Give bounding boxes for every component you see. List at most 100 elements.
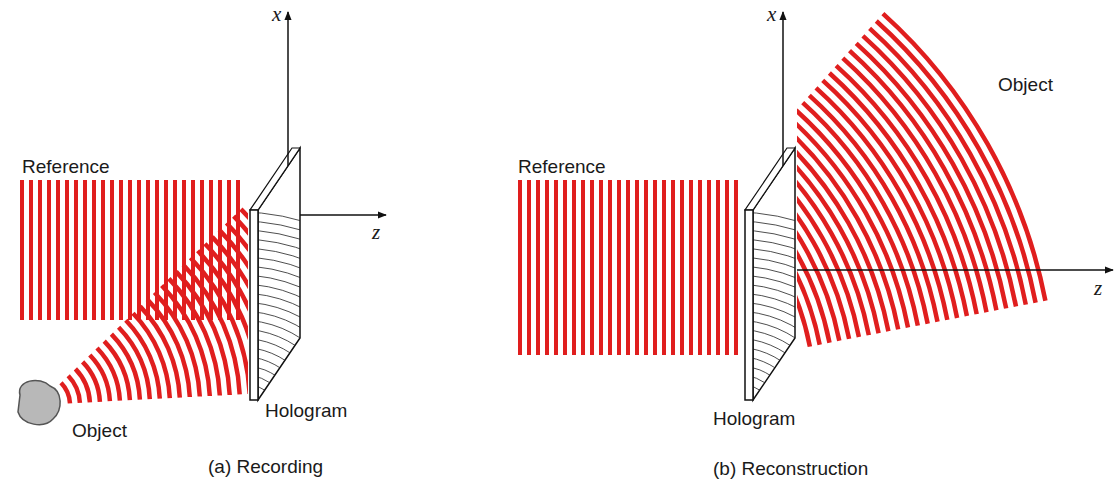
fringe <box>535 230 935 484</box>
fringe <box>22 212 458 484</box>
fringe <box>526 221 944 484</box>
wavefront <box>74 180 78 320</box>
wavefront <box>56 180 60 320</box>
fringe <box>94 284 386 484</box>
axis-label: x <box>272 2 281 26</box>
beam-label: Reference <box>22 156 110 178</box>
object-label: Object <box>996 74 1055 96</box>
fringe <box>562 257 908 484</box>
wavefront <box>234 216 248 391</box>
wavefront <box>581 180 585 355</box>
axis-label: z <box>1094 276 1102 300</box>
wavefront <box>65 180 69 320</box>
wavefront <box>111 334 139 400</box>
object-label: Object <box>72 420 127 442</box>
fringe <box>130 320 350 484</box>
fringe <box>31 221 449 484</box>
wavefront <box>92 180 96 320</box>
wavefront <box>38 180 42 320</box>
fringe <box>553 248 917 484</box>
fringe <box>49 239 431 484</box>
wavefront <box>590 180 594 355</box>
wavefront <box>572 180 576 355</box>
wavefront <box>617 180 621 355</box>
beam-label: Reference <box>518 156 606 178</box>
wavefront <box>75 369 90 402</box>
fringe <box>607 302 863 484</box>
object-wave <box>61 209 248 403</box>
fringe <box>76 266 404 484</box>
fringe <box>40 230 440 484</box>
wavefront <box>680 180 684 355</box>
wavefront <box>870 28 1026 304</box>
wavefront <box>653 180 657 355</box>
wavefront <box>608 180 612 355</box>
wavefront <box>61 383 70 404</box>
hologram-label: Hologram <box>265 400 347 422</box>
wavefront <box>883 14 1046 301</box>
wavefront <box>205 244 248 393</box>
wavefront <box>241 209 248 390</box>
hologram-plate <box>517 148 953 484</box>
wavefront <box>635 180 639 355</box>
object-wave <box>797 14 1045 347</box>
wavefront <box>527 180 531 355</box>
wavefront <box>554 180 558 355</box>
x-axis <box>287 12 289 166</box>
wavefront <box>219 230 248 392</box>
reference-wave <box>520 180 736 355</box>
wavefront <box>599 180 603 355</box>
wavefront <box>137 180 141 320</box>
wavefront <box>689 180 693 355</box>
wavefront <box>20 180 24 320</box>
fringe <box>571 266 899 484</box>
wavefront <box>29 180 33 320</box>
fringe <box>58 248 422 484</box>
wavefront <box>725 180 729 355</box>
wavefront <box>734 180 738 355</box>
panel-caption: (a) Recording <box>208 456 323 478</box>
wavefront <box>671 180 675 355</box>
fringe <box>589 284 881 484</box>
wavefront <box>545 180 549 355</box>
axis-label: z <box>372 220 380 244</box>
wavefront <box>797 110 918 325</box>
object-blob <box>18 380 60 424</box>
wavefront <box>644 180 648 355</box>
wavefront <box>126 320 160 398</box>
wavefront <box>707 180 711 355</box>
wavefront <box>698 180 702 355</box>
fringe <box>598 293 872 484</box>
wavefront <box>536 180 540 355</box>
wavefront <box>133 313 170 398</box>
fringe <box>580 275 890 484</box>
wavefront <box>110 180 114 320</box>
fringe <box>697 392 773 468</box>
wavefront <box>83 180 87 320</box>
wavefront <box>876 21 1035 303</box>
fringe <box>544 239 926 484</box>
x-axis <box>782 12 784 166</box>
wavefront <box>227 180 231 320</box>
fringe <box>112 302 368 484</box>
fringe <box>85 275 395 484</box>
wavefront <box>716 180 720 355</box>
wavefront <box>119 327 150 399</box>
wavefront <box>68 376 80 403</box>
fringe <box>220 410 260 450</box>
wavefront <box>626 180 630 355</box>
axis-label: x <box>767 2 776 26</box>
reference-wave <box>22 180 238 320</box>
hologram-plate <box>22 148 458 484</box>
wavefront <box>128 180 132 320</box>
fringe <box>121 311 359 484</box>
wavefront <box>518 180 522 355</box>
z-axis <box>797 269 1113 271</box>
wavefront <box>47 180 51 320</box>
wavefront <box>119 180 123 320</box>
wavefront <box>563 180 567 355</box>
wavefront <box>164 180 168 320</box>
hologram-label: Hologram <box>713 408 795 430</box>
z-axis <box>300 214 386 216</box>
